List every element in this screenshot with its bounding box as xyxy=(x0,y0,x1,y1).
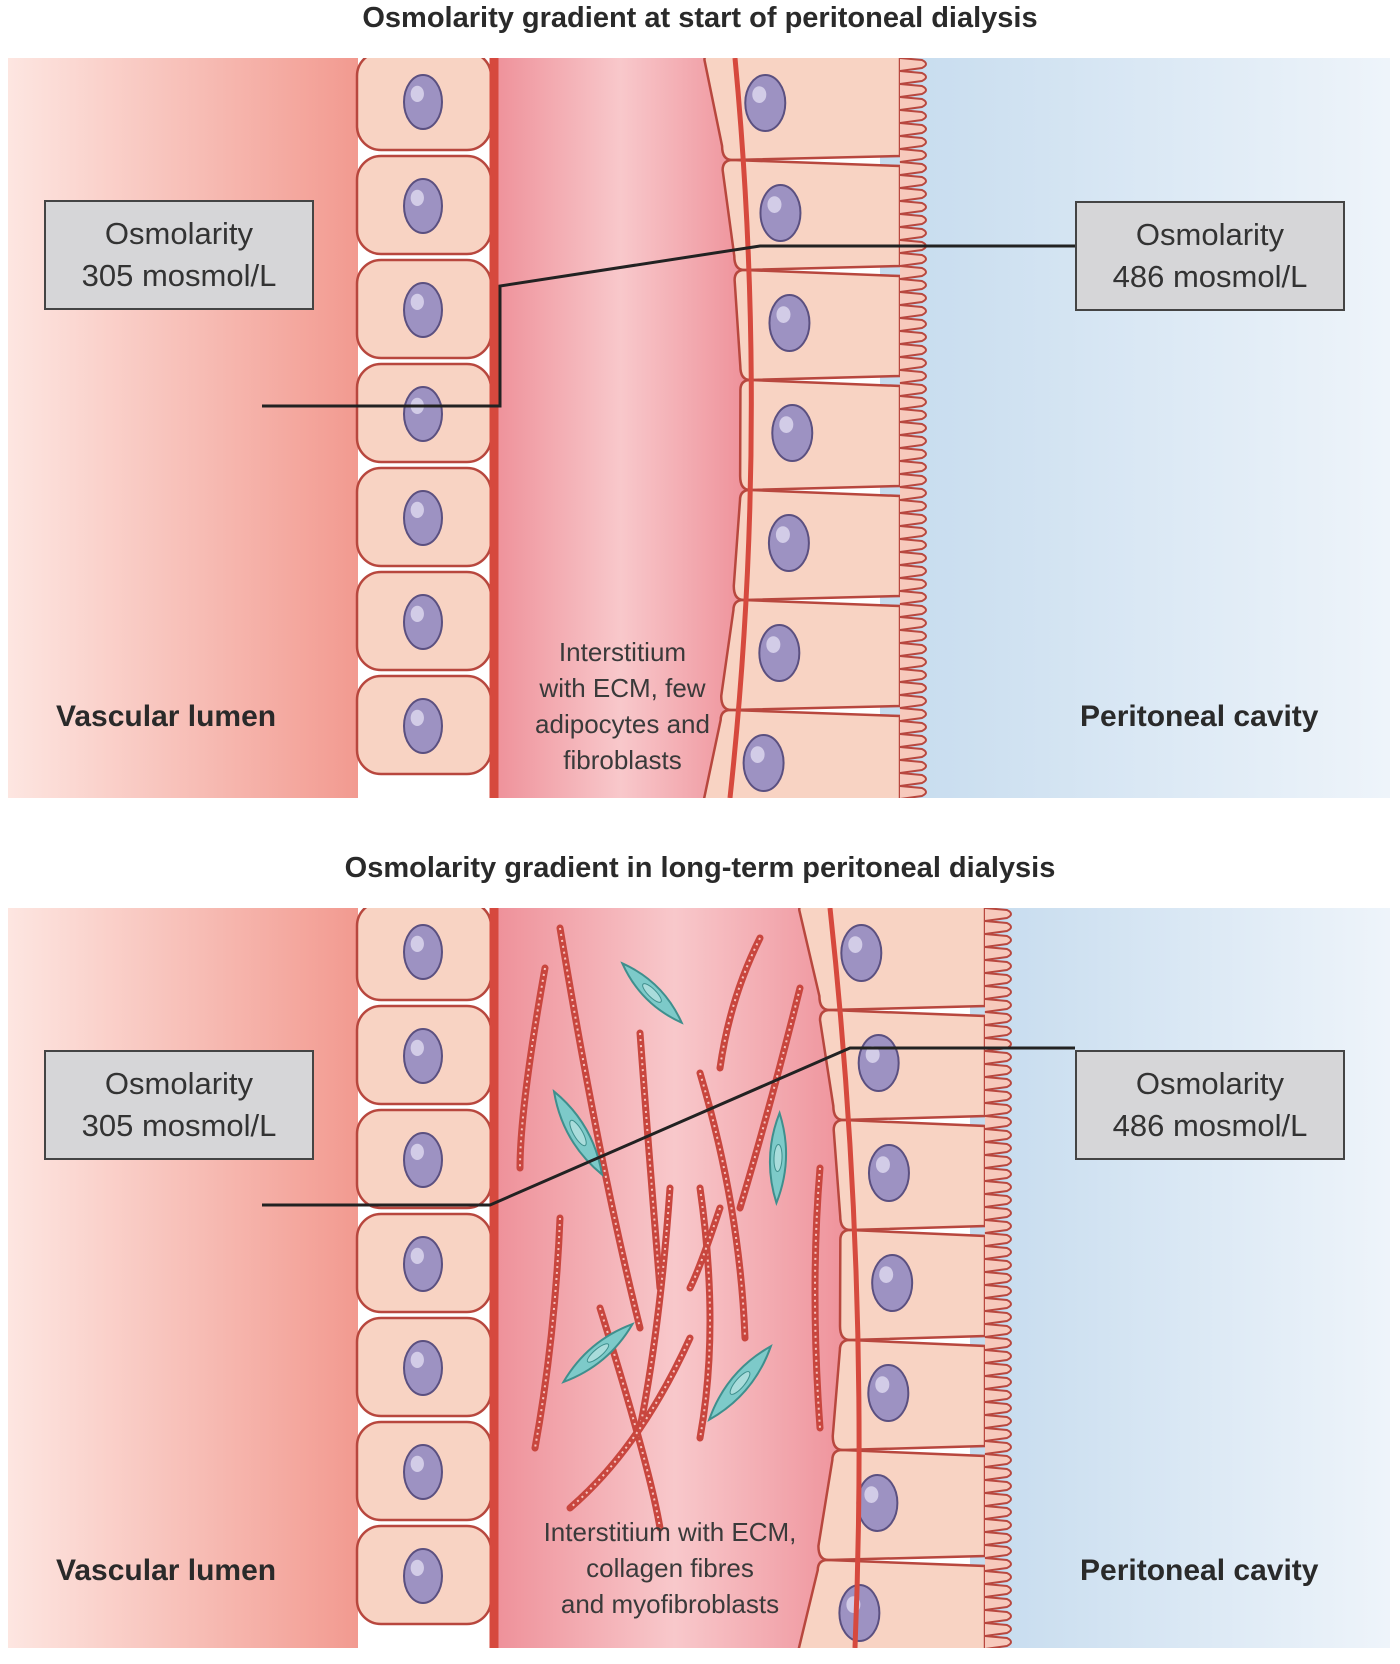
osmolarity-box-peritoneal: Osmolarity 486 mosmol/L xyxy=(1075,1050,1345,1160)
microvillus-border xyxy=(899,58,927,798)
nucleus xyxy=(403,1340,443,1396)
nucleus xyxy=(867,1364,910,1422)
interstitium-line: Interstitium xyxy=(558,637,687,667)
gradient-line xyxy=(262,244,1075,408)
osmolarity-label: Osmolarity xyxy=(1135,1066,1285,1101)
mesothelial-cell xyxy=(732,488,902,602)
nucleus xyxy=(403,1132,443,1188)
osmolarity-value: 305 mosmol/L xyxy=(81,1108,277,1143)
interstitium-line: fibroblasts xyxy=(563,745,682,775)
mesothelial-cell xyxy=(719,598,902,712)
myofibroblast xyxy=(561,1322,635,1384)
label-interstitium: Interstitium with ECM, collagen fibres a… xyxy=(505,1514,835,1622)
osmolarity-box-vascular: Osmolarity 305 mosmol/L xyxy=(44,1050,314,1160)
nucleus xyxy=(403,386,443,442)
osmolarity-label: Osmolarity xyxy=(104,1066,254,1101)
nucleus xyxy=(403,178,443,234)
nucleus xyxy=(403,282,443,338)
collagen-fibre xyxy=(696,1069,749,1342)
label-peritoneal-cavity: Peritoneal cavity xyxy=(1080,1554,1319,1587)
osmolarity-box-peritoneal: Osmolarity 486 mosmol/L xyxy=(1075,201,1345,311)
osmolarity-value: 486 mosmol/L xyxy=(1112,1108,1308,1143)
nucleus xyxy=(871,1254,914,1312)
label-vascular-lumen: Vascular lumen xyxy=(56,700,277,733)
interstitium-line: Interstitium with ECM, xyxy=(543,1517,797,1547)
nucleus xyxy=(840,924,883,982)
osmolarity-box-vascular: Osmolarity 305 mosmol/L xyxy=(44,200,314,310)
microvilli xyxy=(984,908,1012,1648)
peritoneal-cavity-region xyxy=(880,58,1390,798)
interstitium-region xyxy=(490,908,860,1648)
interstitium-line: collagen fibres xyxy=(586,1553,754,1583)
nucleus xyxy=(767,514,810,572)
nucleus xyxy=(403,490,443,546)
osmolarity-value: 486 mosmol/L xyxy=(1112,259,1308,294)
collagen-fibre xyxy=(636,1029,664,1292)
myofibroblast xyxy=(552,1088,604,1178)
collagen-fibres xyxy=(516,924,824,1532)
collagen-fibre xyxy=(531,1214,564,1452)
mesothelial-cell xyxy=(703,58,902,162)
myofibroblast xyxy=(620,961,684,1025)
mesothelial-cell xyxy=(817,1448,987,1562)
basement-membrane-right xyxy=(727,58,754,798)
diagram-long-term-dialysis xyxy=(8,908,1390,1648)
nucleus xyxy=(758,624,801,682)
label-peritoneal-cavity: Peritoneal cavity xyxy=(1080,700,1319,733)
nucleus xyxy=(403,698,443,754)
interstitium-line: adipocytes and xyxy=(535,709,710,739)
label-vascular-lumen: Vascular lumen xyxy=(56,1554,277,1587)
panel-title-start: Osmolarity gradient at start of peritone… xyxy=(362,2,1038,34)
interstitium-line: and myofibroblasts xyxy=(560,1589,780,1619)
collagen-fibre xyxy=(636,1184,674,1432)
osmolarity-label: Osmolarity xyxy=(1135,217,1285,252)
nucleus xyxy=(857,1034,900,1092)
interstitium-line: with ECM, few xyxy=(539,673,706,703)
nucleus xyxy=(742,734,785,792)
myofibroblast xyxy=(707,1344,773,1422)
nucleus xyxy=(403,594,443,650)
nucleus xyxy=(403,1548,443,1604)
nucleus xyxy=(403,1028,443,1084)
myofibroblasts xyxy=(552,961,787,1422)
mesothelial-cells xyxy=(702,58,902,798)
panel-title-long-term: Osmolarity gradient in long-term periton… xyxy=(344,852,1056,884)
nucleus xyxy=(403,924,443,980)
myofibroblast xyxy=(769,1110,787,1206)
osmolarity-label: Osmolarity xyxy=(104,216,254,251)
mesothelial-cell xyxy=(798,908,987,1012)
mesothelial-cell xyxy=(738,378,902,492)
nucleus xyxy=(867,1144,910,1202)
nucleus xyxy=(771,404,814,462)
basement-membrane-right xyxy=(827,908,862,1648)
diagram-start-dialysis xyxy=(8,58,1390,798)
microvilli xyxy=(899,58,927,798)
microvillus-border xyxy=(984,908,1012,1648)
vascular-lumen-region xyxy=(8,58,358,798)
osmolarity-value: 305 mosmol/L xyxy=(81,258,277,293)
vascular-lumen-region xyxy=(8,908,358,1648)
label-interstitium: Interstitium with ECM, few adipocytes an… xyxy=(500,634,745,778)
gradient-line xyxy=(262,1046,1075,1207)
interstitium-region xyxy=(490,58,752,798)
endothelial-cells xyxy=(355,58,493,776)
peritoneal-cavity-region xyxy=(970,908,1390,1648)
nucleus xyxy=(403,1236,443,1292)
nucleus xyxy=(768,294,811,352)
mesothelial-cell xyxy=(733,268,902,382)
nucleus xyxy=(403,74,443,130)
nucleus xyxy=(403,1444,443,1500)
nucleus xyxy=(759,184,802,242)
nucleus xyxy=(856,1474,899,1532)
nucleus xyxy=(744,74,787,132)
endothelial-cells xyxy=(355,908,493,1626)
